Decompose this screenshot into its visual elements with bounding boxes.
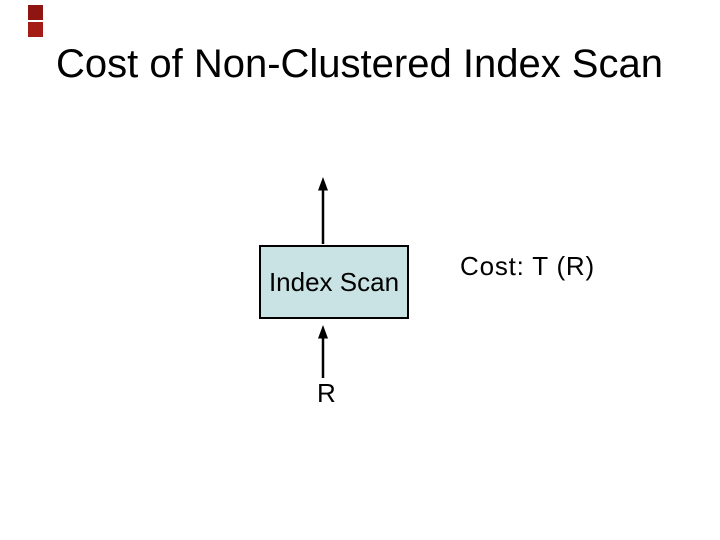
operator-box: Index Scan [259, 245, 409, 319]
operator-box-label: Index Scan [268, 267, 400, 297]
cost-label: Cost: T (R) [460, 251, 595, 281]
decor-square-top [28, 5, 43, 20]
output-arrow-icon [318, 177, 328, 244]
decor-square-bottom [28, 22, 43, 37]
input-relation-label: R [317, 378, 336, 408]
slide-title: Cost of Non-Clustered Index Scan [56, 42, 663, 86]
input-arrow-icon [318, 325, 328, 378]
